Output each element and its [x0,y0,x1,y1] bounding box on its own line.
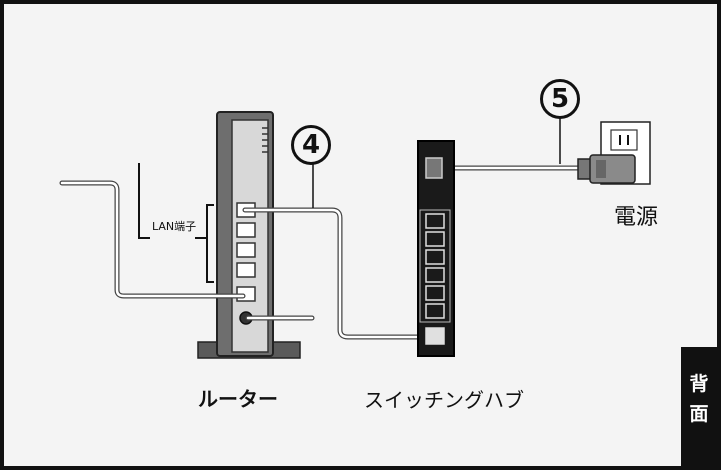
router-label: ルーター [198,387,278,411]
lan-port-label: LAN端子 [152,220,197,233]
hub-power-port [425,157,443,179]
wan-cable [59,180,246,299]
lan-bracket [138,163,214,283]
step-5-badge: 5 [540,79,580,119]
router-vents [262,127,268,153]
hub-lan-bracket [419,209,451,323]
cables [59,165,593,340]
hub-lan-ports [425,213,445,345]
outlet-socket [610,129,638,151]
router-lan-ports [236,202,256,302]
power-label: 電源 [614,205,659,230]
power-plug [577,154,636,184]
rear-tab-char-1: 背 [689,373,709,395]
step-4-badge: 4 [291,125,331,165]
switching-hub-label: スイッチングハブ [364,388,524,412]
rear-tab-char-2: 面 [689,403,709,425]
rear-view-tab: 背 面 [681,347,717,466]
